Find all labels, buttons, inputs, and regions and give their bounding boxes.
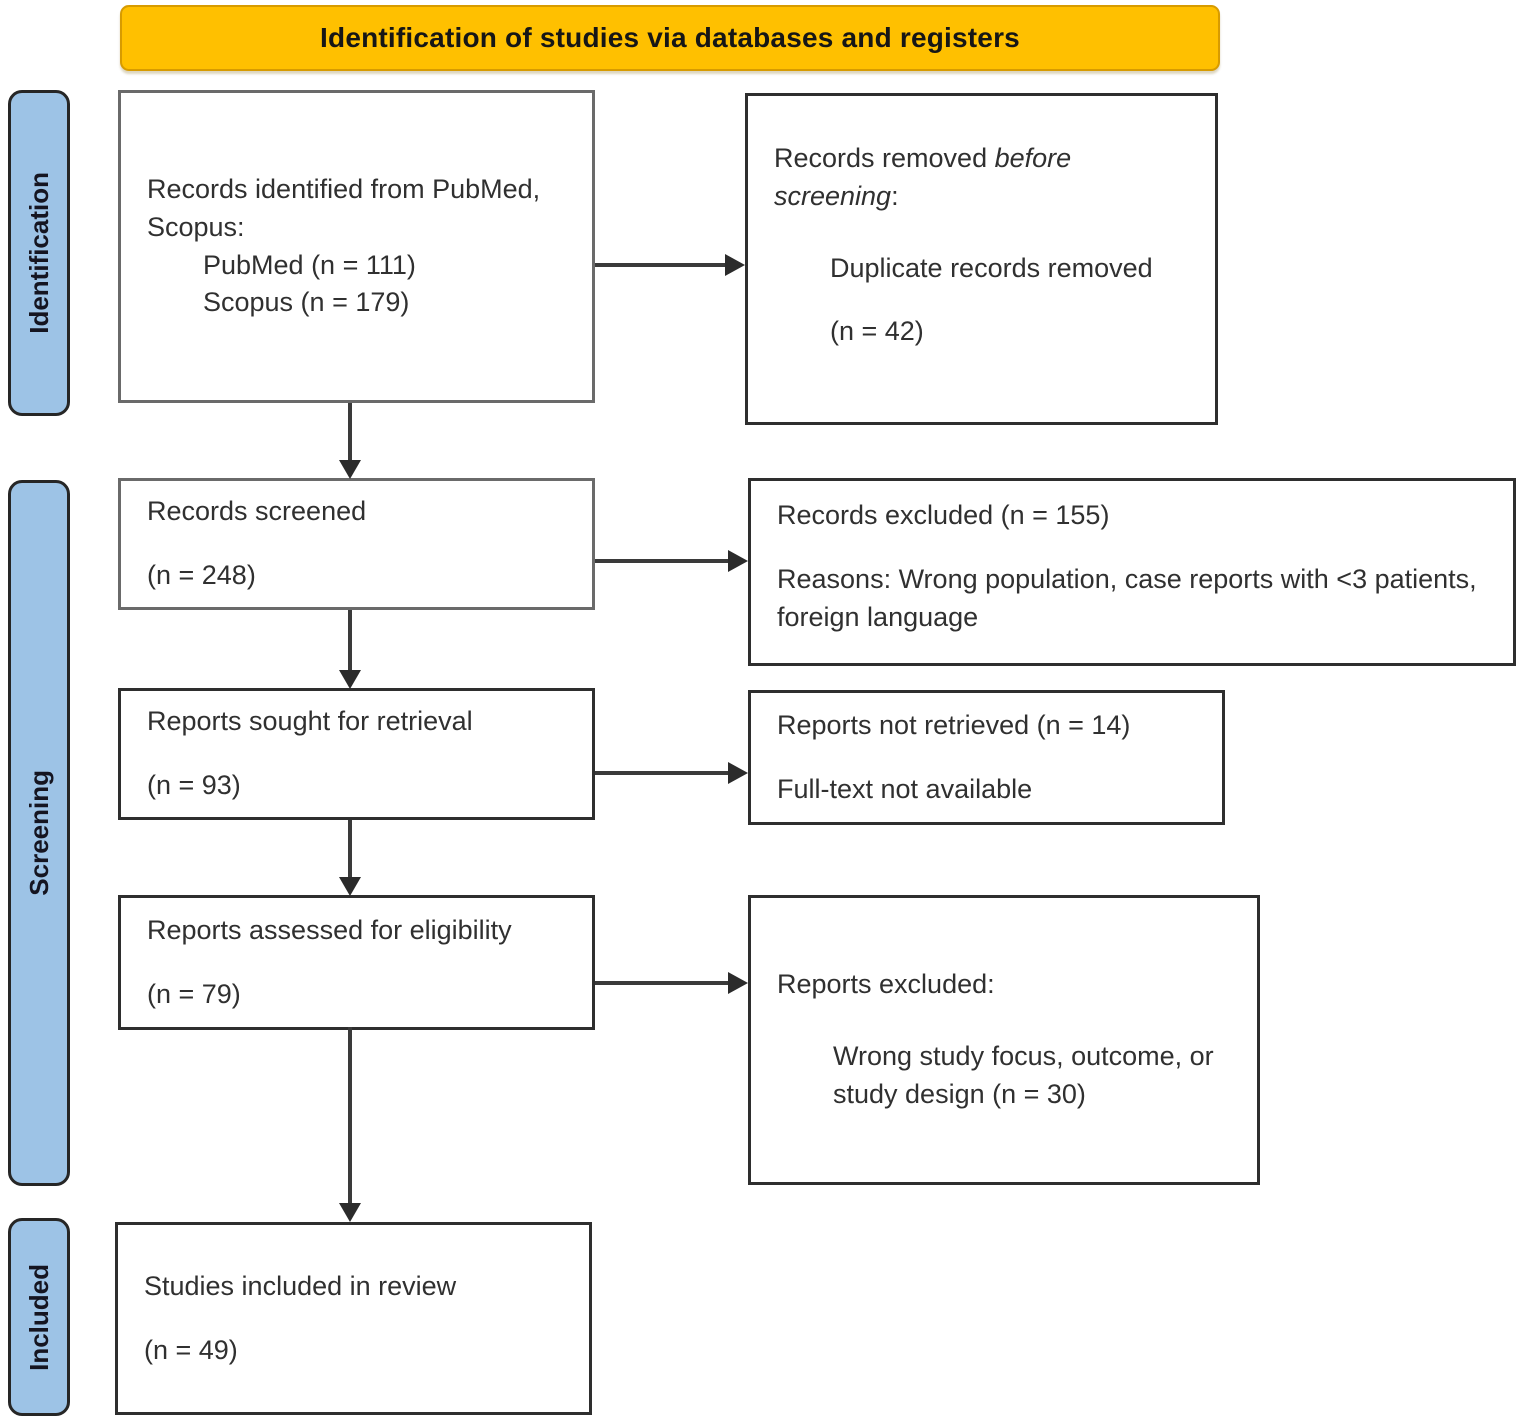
box-records-screened: Records screened (n = 248) [118, 478, 595, 610]
records-identified-title: Records identified from PubMed, Scopus: [147, 173, 541, 242]
arrow-screened-to-sought [339, 610, 361, 689]
reports-assessed-title: Reports assessed for eligibility [147, 914, 512, 945]
box-reports-excluded: Reports excluded: Wrong study focus, out… [748, 895, 1260, 1185]
stage-bar-included: Included [8, 1218, 70, 1416]
reports-not-retrieved-detail: Full-text not available [777, 773, 1033, 804]
records-excluded-reasons: Reasons: Wrong population, case reports … [777, 563, 1477, 632]
diagram-title: Identification of studies via databases … [320, 22, 1020, 53]
box-records-excluded: Records excluded (n = 155) Reasons: Wron… [748, 478, 1516, 666]
box-records-identified: Records identified from PubMed, Scopus: … [118, 90, 595, 403]
records-removed-title: Records removed before screening: [774, 143, 1072, 211]
reports-excluded-title: Reports excluded: [777, 969, 995, 1000]
reports-not-retrieved-title: Reports not retrieved (n = 14) [777, 709, 1131, 740]
stage-label-identification: Identification [23, 172, 54, 334]
box-reports-sought: Reports sought for retrieval (n = 93) [118, 688, 595, 820]
arrow-screened-to-excluded [595, 550, 748, 572]
records-identified-scopus-count: Scopus (n = 179) [203, 287, 410, 318]
arrow-identified-to-screened [339, 403, 361, 479]
reports-sought-count: (n = 93) [147, 770, 241, 800]
studies-included-title: Studies included in review [144, 1270, 457, 1301]
box-records-removed: Records removed before screening: Duplic… [745, 93, 1218, 425]
stage-bar-screening: Screening [8, 480, 70, 1186]
arrow-assessed-to-included [339, 1027, 361, 1222]
records-screened-count: (n = 248) [147, 560, 256, 590]
arrow-sought-to-not-retrieved [595, 762, 748, 784]
records-identified-pubmed-count: PubMed (n = 111) [203, 249, 416, 280]
studies-included-count: (n = 49) [144, 1334, 238, 1365]
reports-excluded-reason: Wrong study focus, outcome, or study des… [833, 1041, 1214, 1109]
reports-sought-title: Reports sought for retrieval [147, 706, 473, 737]
records-excluded-title: Records excluded (n = 155) [777, 500, 1110, 530]
records-removed-duplicates: Duplicate records removed [830, 252, 1153, 283]
arrow-sought-to-assessed [339, 820, 361, 896]
arrow-assessed-to-excluded [595, 972, 748, 994]
arrow-identified-to-removed [595, 254, 745, 276]
records-screened-title: Records screened [147, 496, 367, 527]
diagram-title-banner: Identification of studies via databases … [120, 5, 1220, 71]
stage-label-included: Included [23, 1263, 54, 1371]
box-studies-included: Studies included in review (n = 49) [115, 1222, 592, 1415]
records-removed-count: (n = 42) [830, 316, 924, 347]
box-reports-not-retrieved: Reports not retrieved (n = 14) Full-text… [748, 690, 1225, 825]
stage-bar-identification: Identification [8, 90, 70, 416]
stage-label-screening: Screening [23, 770, 54, 896]
reports-assessed-count: (n = 79) [147, 978, 241, 1009]
box-reports-assessed: Reports assessed for eligibility (n = 79… [118, 895, 595, 1030]
records-removed-italic: before screening [774, 143, 1072, 211]
